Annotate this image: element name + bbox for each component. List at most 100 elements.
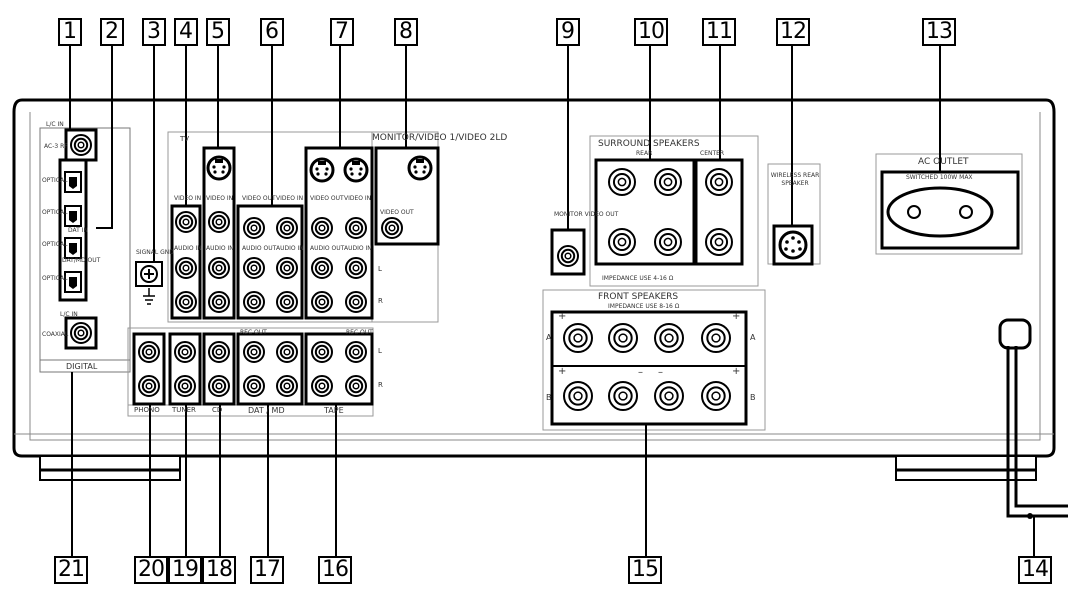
label-plus-a-right: + (732, 311, 741, 322)
front-b-terminal-0 (563, 381, 593, 411)
callout-8: 8 (394, 18, 418, 46)
label-v2-video-out: VIDEO OUT (242, 195, 276, 202)
v2-audio-l-jack-0 (243, 257, 265, 279)
ac3-rf-jack (70, 134, 92, 156)
audio-l-jack-1-0 (174, 341, 196, 363)
label-monitor-video-out-right: MONITOR VIDEO OUT (554, 211, 619, 218)
label-v2-audio-out: AUDIO OUT (242, 245, 277, 252)
v3-audio-l-jack-0 (311, 257, 333, 279)
label-monitor-group: MONITOR/VIDEO 1/VIDEO 2LD (372, 133, 508, 143)
callout-3: 3 (142, 18, 166, 46)
audio-l-jack-4-0 (311, 341, 333, 363)
optical-jack-3 (64, 237, 82, 259)
callout-15: 15 (628, 556, 662, 584)
front-b-terminal-1 (608, 381, 638, 411)
v1-audio-in-l-jack (208, 257, 230, 279)
callout-14: 14 (1018, 556, 1052, 584)
callout-11: 11 (702, 18, 736, 46)
label-rec-out: REC OUT (346, 329, 373, 336)
label-dat-md: DAT / MD (248, 406, 285, 415)
label-a-left: A (546, 333, 552, 342)
label-tuner: TUNER (172, 406, 196, 414)
audio-r-jack-4-1 (345, 375, 367, 397)
label-minus-b2: – (658, 367, 663, 378)
audio-l-jack-4-1 (345, 341, 367, 363)
v3-audio-r-jack-0 (311, 291, 333, 313)
callout-2: 2 (100, 18, 124, 46)
label-v3-video-out: VIDEO OUT (310, 195, 344, 202)
right-foot (895, 455, 1037, 481)
label-impedance-surround: IMPEDANCE USE 4-16 Ω (602, 275, 674, 282)
front-b-terminal-3 (701, 381, 731, 411)
label-tape: TAPE (324, 406, 344, 415)
audio-l-jack-3-0 (243, 341, 265, 363)
callout-1: 1 (58, 18, 82, 46)
label-ac-outlet-sub: SWITCHED 100W MAX (906, 174, 973, 181)
label-a-right: A (750, 333, 756, 342)
v3-video-jack-0 (311, 217, 333, 239)
label-tv-audio-in: AUDIO IN (174, 245, 202, 252)
v1-s-video-jack (206, 155, 232, 181)
label-tv: TV (180, 135, 190, 143)
label-coax-in: L/C IN (60, 311, 78, 318)
optical-jack-2 (64, 205, 82, 227)
v1-video-in-jack (208, 211, 230, 233)
callout-18: 18 (202, 556, 236, 584)
audio-r-jack-3-0 (243, 375, 265, 397)
label-dat-in: DAT IN (68, 227, 88, 234)
v3-audio-l-jack-1 (345, 257, 367, 279)
audio-r-jack-4-0 (311, 375, 333, 397)
label-impedance-front: IMPEDANCE USE 8-16 Ω (608, 303, 680, 310)
label-phono: PHONO (134, 406, 160, 414)
tv-audio-in-l-jack (175, 257, 197, 279)
label-v1-video-in: VIDEO IN (206, 195, 234, 202)
callout-9: 9 (556, 18, 580, 46)
v2-audio-r-jack-1 (276, 291, 298, 313)
label-optical-2: OPTICAL (42, 209, 68, 216)
callout-5: 5 (206, 18, 230, 46)
label-ag-in: L/C IN (46, 121, 64, 128)
front-a-terminal-1 (608, 323, 638, 353)
audio-r-jack-0-0 (138, 375, 160, 397)
optical-jack-4 (64, 271, 82, 293)
label-surround-speakers: SURROUND SPEAKERS (598, 139, 700, 149)
audio-r-jack-2-0 (208, 375, 230, 397)
surround-terminal-2 (608, 228, 636, 256)
label-plus-b-left: + (558, 366, 567, 377)
callout-20: 20 (134, 556, 168, 584)
v3-s-video-out-jack (309, 157, 335, 183)
callout-16: 16 (318, 556, 352, 584)
callout-19: 19 (168, 556, 202, 584)
front-a-terminal-3 (701, 323, 731, 353)
label-rec-out-dat: REC OUT (240, 329, 267, 336)
label-ac-outlet: AC OUTLET (918, 157, 969, 167)
v3-s-video-in-jack (343, 157, 369, 183)
v2-audio-r-jack-0 (243, 291, 265, 313)
callout-10: 10 (634, 18, 668, 46)
label-center: CENTER (700, 150, 725, 157)
audio-l-jack-3-1 (276, 341, 298, 363)
monitor-video-out-right-jack (557, 245, 579, 267)
label-plus-a-left: + (558, 311, 567, 322)
label-v2-audio-in: AUDIO IN (276, 245, 304, 252)
label-digital: DIGITAL (66, 362, 98, 371)
chassis-outline (12, 98, 1056, 458)
label-dat-out: DAT/MD OUT (62, 257, 101, 264)
center-terminal-1 (705, 228, 733, 256)
label-b-left: B (546, 393, 552, 402)
callout-21: 21 (54, 556, 88, 584)
front-a-terminal-0 (563, 323, 593, 353)
leader-line-1 (96, 46, 113, 229)
leader-lines (69, 46, 1035, 556)
label-coaxial: COAXIAL (42, 331, 69, 338)
label-signal-gnd: SIGNAL GND (136, 249, 174, 256)
power-cord (1006, 346, 1068, 518)
audio-r-jack-3-1 (276, 375, 298, 397)
v1-audio-in-r-jack (208, 291, 230, 313)
label-optical-4: OPTICAL (42, 275, 68, 282)
label-b-right: B (750, 393, 756, 402)
label-v3-audio-in: AUDIO IN (344, 245, 372, 252)
callout-12: 12 (776, 18, 810, 46)
